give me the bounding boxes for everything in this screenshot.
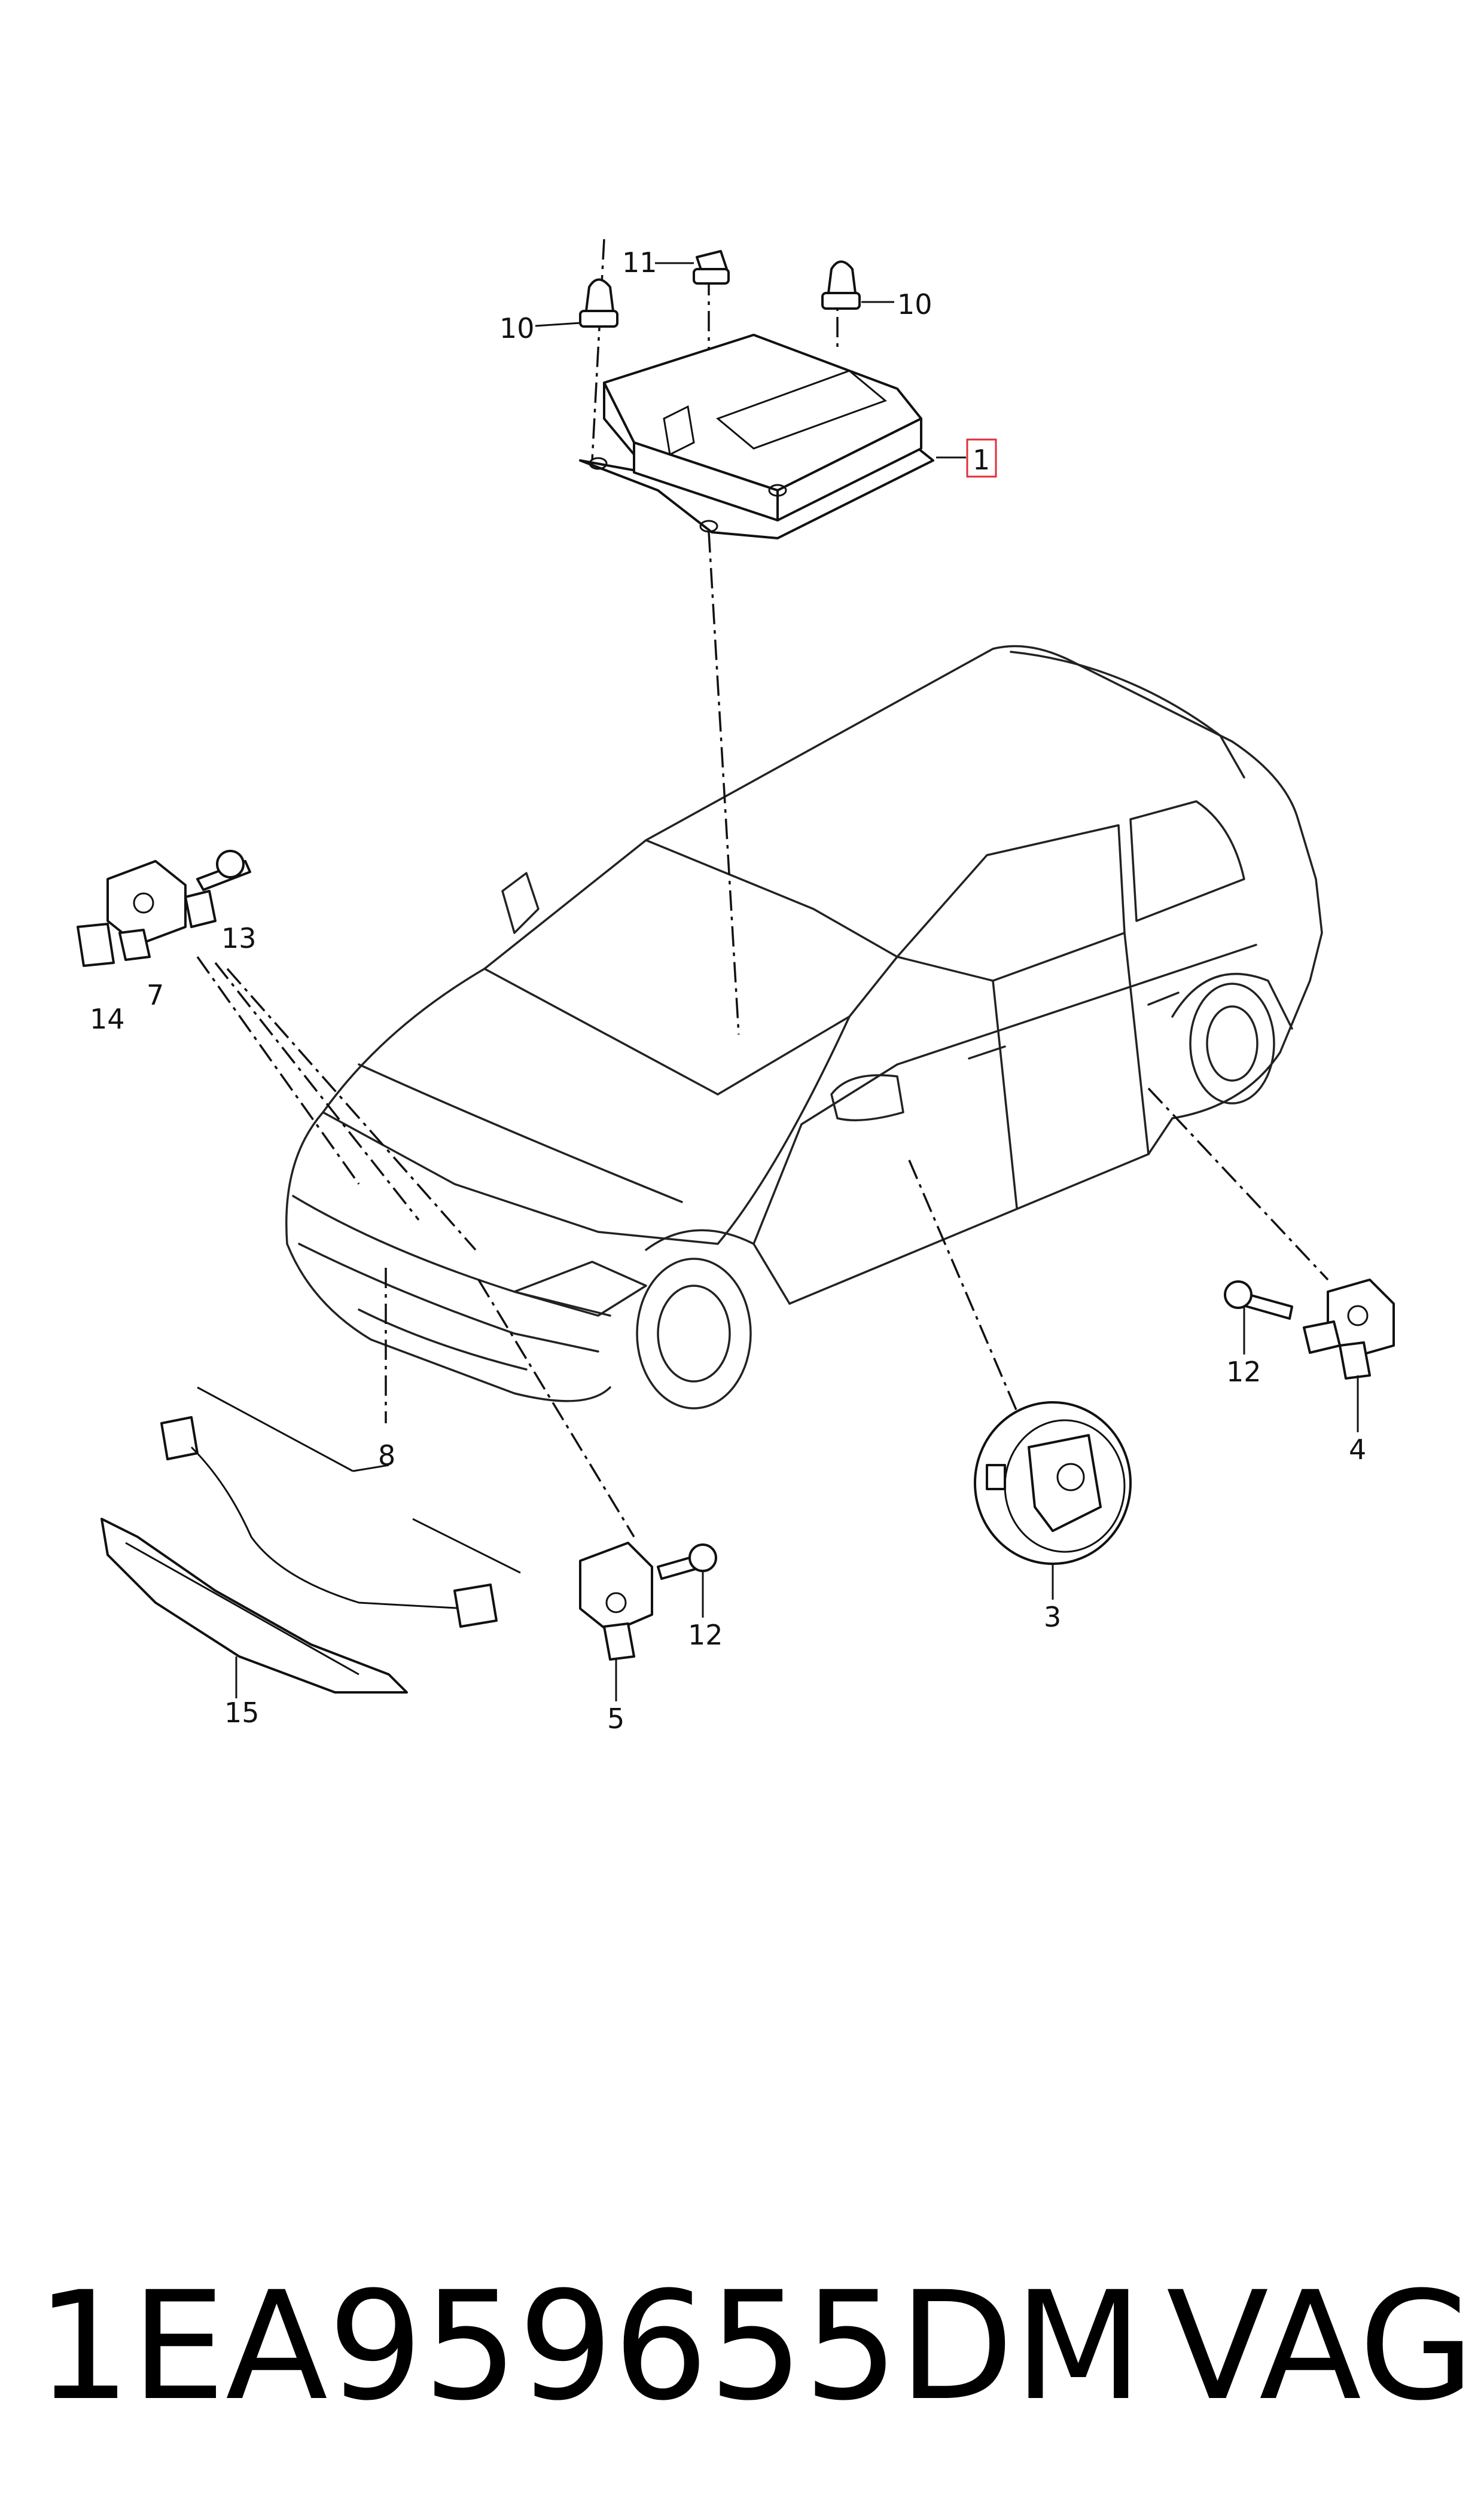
wiring-harness bbox=[160, 1386, 521, 1628]
callout-10-left: 10 bbox=[499, 312, 535, 344]
callout-4: 4 bbox=[1349, 1433, 1366, 1466]
callout-3: 3 bbox=[1044, 1601, 1061, 1633]
upfront-sensor-center bbox=[579, 1542, 717, 1661]
callout-1: 1 bbox=[973, 444, 990, 476]
brand-name: VAG bbox=[1166, 2259, 1474, 2433]
callout-14: 14 bbox=[90, 1003, 125, 1035]
callout-12-center: 12 bbox=[688, 1619, 723, 1651]
side-sensor-right bbox=[1224, 1279, 1395, 1380]
airbag-control-unit bbox=[579, 334, 934, 539]
callout-8: 8 bbox=[378, 1439, 395, 1472]
vehicle-outline bbox=[285, 645, 1323, 1410]
callout-12-right: 12 bbox=[1226, 1356, 1261, 1388]
callout-10-right: 10 bbox=[897, 288, 933, 321]
callout-1-highlight bbox=[966, 438, 997, 478]
callout-13: 13 bbox=[221, 922, 257, 954]
callout-11: 11 bbox=[622, 246, 657, 279]
part-number: 1EA959655DM bbox=[36, 2259, 1143, 2433]
clock-spring bbox=[974, 1401, 1132, 1565]
callout-5: 5 bbox=[607, 1703, 624, 1735]
upfront-sensor-left bbox=[77, 850, 251, 967]
leader-lines bbox=[196, 239, 1329, 1537]
callout-7: 7 bbox=[147, 979, 164, 1011]
mounting-nuts bbox=[579, 250, 861, 328]
callout-15: 15 bbox=[224, 1697, 260, 1729]
bumper-bracket bbox=[100, 1518, 408, 1694]
callout-labels: 1 10 10 11 13 7 14 12 4 8 15 12 5 3 bbox=[90, 246, 1366, 1735]
